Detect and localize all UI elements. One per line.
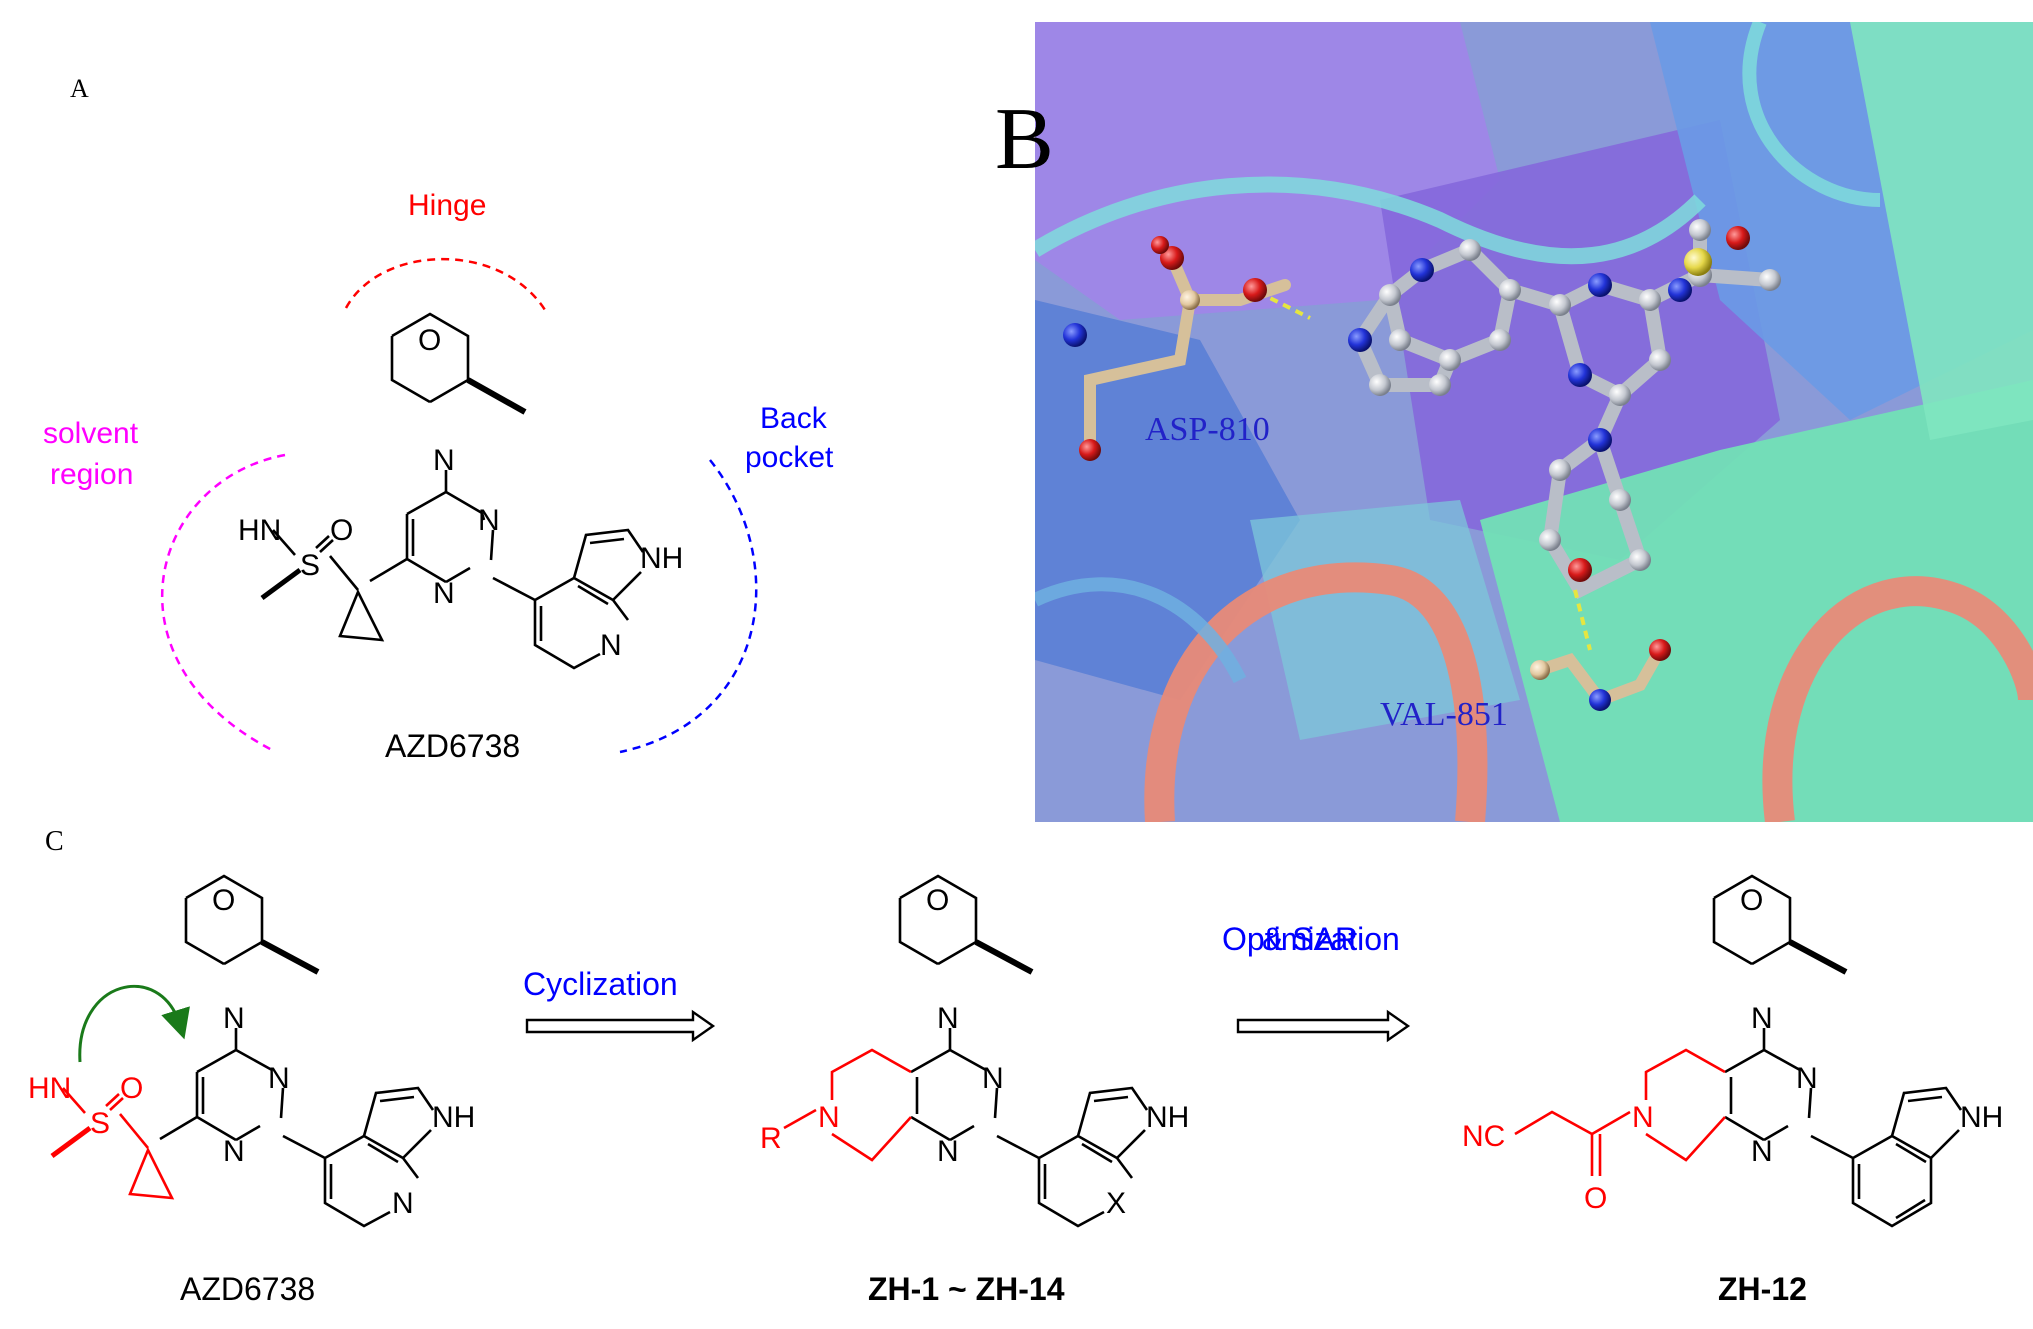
panel-b-label: B — [995, 91, 1054, 188]
azd6738-structure-c — [159, 874, 435, 1228]
residue-atoms — [1063, 236, 1671, 711]
atom-O-c3: O — [1740, 884, 1763, 917]
atom-O-c2: O — [926, 884, 949, 917]
atom-NC-c3: NC — [1462, 1120, 1505, 1153]
atom-S-c1: S — [90, 1107, 110, 1140]
atom-N-pyridine-a: N — [600, 629, 622, 662]
compound-name-c2: ZH-1 ~ ZH-14 — [868, 1271, 1065, 1307]
compound-name-c1: AZD6738 — [180, 1271, 315, 1307]
zh12-structure — [1712, 874, 1963, 1228]
solvent-label-1: solvent — [43, 417, 139, 450]
atom-N-pyr1-c3: N — [1796, 1062, 1818, 1095]
compound-name-c3: ZH-12 — [1718, 1271, 1807, 1307]
atom-HN-c1: HN — [28, 1072, 71, 1105]
azd6738-modified-part — [50, 1087, 175, 1200]
atom-N-pyr2-c2: N — [937, 1135, 959, 1168]
atom-HN-a: HN — [238, 514, 281, 547]
atom-NH-a: NH — [640, 542, 683, 575]
atom-N-morph-c2: N — [937, 1002, 959, 1035]
zh1-14-structure — [898, 874, 1149, 1228]
atom-NH-c1: NH — [432, 1101, 475, 1134]
atom-R-c2: R — [760, 1122, 782, 1155]
atom-NH-c2: NH — [1146, 1101, 1189, 1134]
atom-N-morph-c3: N — [1751, 1002, 1773, 1035]
back-label-2: pocket — [745, 441, 834, 474]
loop-blue-1 — [1035, 577, 1247, 684]
solvent-label-2: region — [50, 458, 133, 491]
residue-label-val851: VAL-851 — [1380, 696, 1508, 733]
step1-label: Cyclization — [523, 966, 678, 1002]
step2-label-1: Optimization — [1222, 921, 1400, 957]
zh1-14-modified-part — [783, 1048, 912, 1162]
panel-a-label: A — [70, 74, 89, 103]
solvent-arc — [161, 453, 286, 752]
loop-cyan-1 — [1035, 176, 1706, 265]
atom-N-ring-c2: N — [818, 1101, 840, 1134]
loop-salmon-1 — [1144, 562, 1488, 822]
panel-b-label-outside: B — [995, 91, 1054, 188]
loop-cyan-2 — [1742, 22, 1881, 207]
atom-O-carbonyl-c3: O — [1584, 1182, 1607, 1215]
hinge-label: Hinge — [408, 189, 486, 222]
atom-N-pyr2-c3: N — [1751, 1135, 1773, 1168]
atom-N-pyr1-c2: N — [982, 1062, 1004, 1095]
step2-label-2: & SAR — [1262, 921, 1358, 957]
reaction-arrow-1 — [525, 1009, 716, 1043]
atom-N-ring-c3: N — [1632, 1101, 1654, 1134]
helix-green-2 — [1850, 22, 2033, 440]
atom-S-a: S — [300, 549, 320, 582]
atom-O-s-c1: O — [120, 1072, 143, 1105]
hbond-asp810 — [1257, 290, 1311, 320]
atom-N-pyr2-c1: N — [223, 1135, 245, 1168]
atom-O-a: O — [418, 324, 441, 357]
panel-c: C O N N N HN S O NH N AZD6738 — [28, 826, 2003, 1307]
residue-label-asp810: ASP-810 — [1145, 411, 1270, 448]
zh12-modified-part — [1514, 1048, 1726, 1176]
hbond-val851 — [1573, 589, 1592, 651]
atom-X-c2: X — [1106, 1187, 1126, 1220]
panel-c-label: C — [45, 826, 64, 857]
panel-a: A Hinge solvent region Back pocket — [43, 74, 834, 764]
hinge-arc — [344, 257, 547, 311]
back-pocket-arc — [619, 459, 758, 754]
atom-N-pyridine-c1: N — [392, 1187, 414, 1220]
atom-O-c1: O — [212, 884, 235, 917]
reaction-arrow-2 — [1236, 1009, 1411, 1043]
atom-N-pyr1-a: N — [478, 504, 500, 537]
azd6738-structure-a — [260, 312, 645, 670]
atom-N-morph-a: N — [433, 444, 455, 477]
ligand-atoms — [1348, 219, 1781, 582]
panel-b: ASP-810 VAL-851 B — [995, 22, 2033, 822]
atom-O-s-a: O — [330, 514, 353, 547]
atom-NH-c3: NH — [1960, 1101, 2003, 1134]
atom-N-morph-c1: N — [223, 1002, 245, 1035]
back-label-1: Back — [760, 402, 828, 435]
compound-name-a: AZD6738 — [385, 728, 520, 764]
atom-N-pyr1-c1: N — [268, 1062, 290, 1095]
curved-arrow — [78, 985, 190, 1063]
loop-salmon-2 — [1762, 576, 2033, 822]
atom-N-pyr2-a: N — [433, 577, 455, 610]
